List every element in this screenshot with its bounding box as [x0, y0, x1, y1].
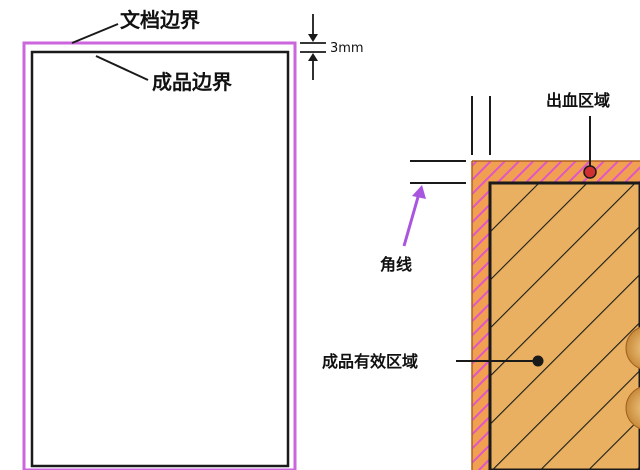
document-boundary-label: 文档边界	[120, 8, 200, 32]
effective-area-label: 成品有效区域	[322, 352, 418, 371]
crop-marks	[410, 96, 491, 184]
bleed-area-label: 出血区域	[546, 91, 610, 110]
bleed-area-marker-dot	[583, 165, 597, 179]
margin-size-label: 3mm	[330, 41, 364, 56]
document-boundary-frame	[22, 41, 297, 470]
product-boundary-leader	[95, 55, 149, 81]
product-boundary-frame	[30, 50, 290, 468]
decorative-circle-lower	[625, 386, 640, 430]
decorative-circle-upper	[625, 326, 640, 370]
product-boundary-label: 成品边界	[152, 70, 232, 94]
effective-area-region	[488, 181, 640, 470]
document-boundary-leader	[71, 23, 119, 44]
crop-marks-arrow	[402, 185, 426, 247]
effective-area-marker-dot	[532, 355, 544, 367]
margin-dimension-marker	[300, 14, 326, 80]
crop-marks-label: 角线	[380, 255, 412, 274]
